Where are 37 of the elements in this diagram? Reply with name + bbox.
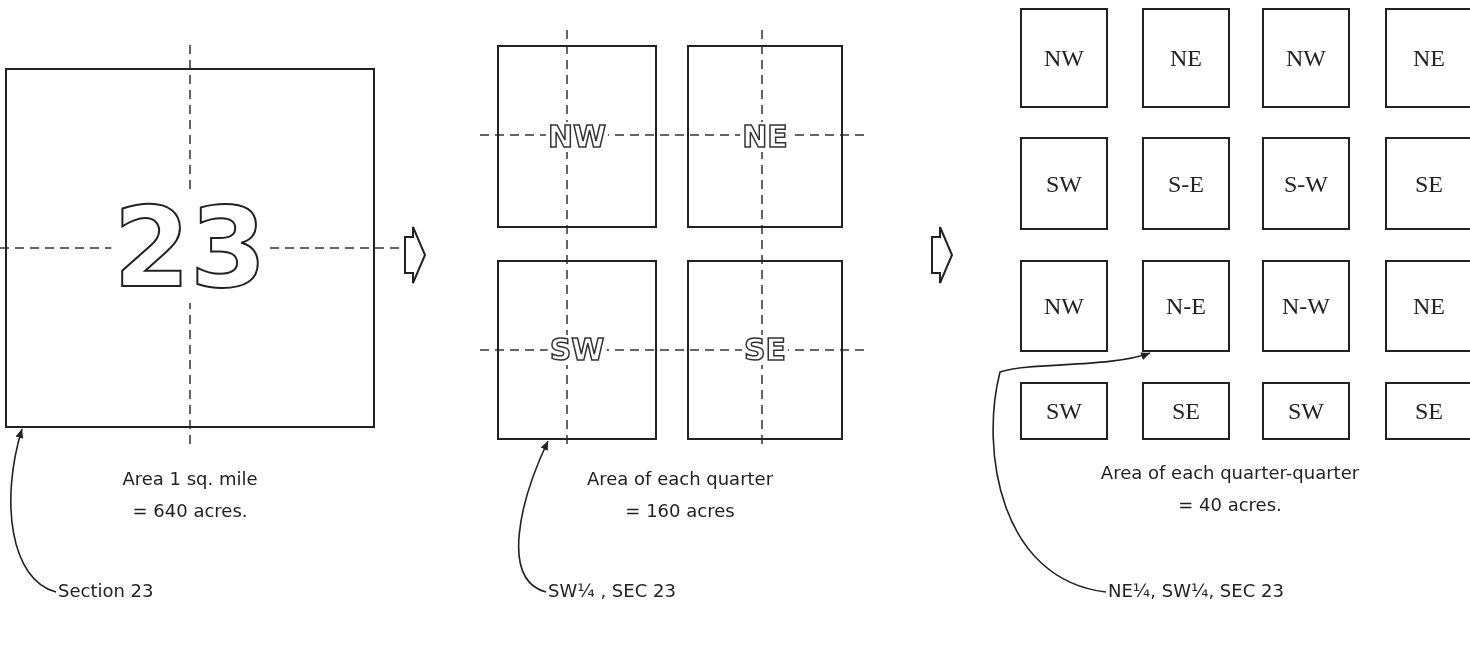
quarter-label: SW bbox=[547, 335, 607, 365]
quarter-quarter-box bbox=[1142, 260, 1230, 352]
quarter-label: NW bbox=[545, 121, 609, 152]
quarter-label: NE bbox=[740, 121, 790, 152]
quarter-box bbox=[687, 260, 843, 440]
quarter-quarter-box bbox=[1020, 260, 1108, 352]
quarter-quarter-box bbox=[1262, 137, 1350, 230]
quarter-quarter-box bbox=[1262, 8, 1350, 108]
quarter-quarter-box bbox=[1142, 137, 1230, 230]
quarter-quarter-box bbox=[1020, 8, 1108, 108]
quarter-label: SE bbox=[741, 335, 789, 365]
area-note: = 40 acres. bbox=[1178, 494, 1282, 515]
quarter-quarter-box bbox=[1385, 8, 1470, 108]
section-square bbox=[5, 68, 375, 428]
leader-arrow bbox=[517, 440, 549, 593]
area-note: Area of each quarter-quarter bbox=[1100, 462, 1360, 483]
area-note: = 160 acres bbox=[625, 500, 735, 521]
quarter-quarter-box bbox=[1020, 137, 1108, 230]
quarter-quarter-box bbox=[1020, 382, 1108, 440]
quarter-quarter-box bbox=[1262, 260, 1350, 352]
quarter-quarter-box bbox=[1142, 8, 1230, 108]
leader-text: SW¼ , SEC 23 bbox=[548, 580, 676, 601]
area-note: = 640 acres. bbox=[132, 500, 248, 521]
area-note: Area 1 sq. mile bbox=[122, 468, 258, 489]
quarter-quarter-box bbox=[1385, 382, 1470, 440]
leader-text: Section 23 bbox=[58, 580, 154, 601]
quarter-quarter-box bbox=[1142, 382, 1230, 440]
leader-arrow bbox=[992, 351, 1151, 593]
quarter-box bbox=[497, 45, 657, 228]
area-note: Area of each quarter bbox=[586, 468, 774, 489]
leader-arrow bbox=[10, 428, 57, 593]
quarter-quarter-box bbox=[1385, 137, 1470, 230]
leader-text: NE¼, SW¼, SEC 23 bbox=[1108, 580, 1284, 601]
quarter-quarter-box bbox=[1385, 260, 1470, 352]
quarter-box bbox=[497, 260, 657, 440]
quarter-box bbox=[687, 45, 843, 228]
quarter-quarter-box bbox=[1262, 382, 1350, 440]
